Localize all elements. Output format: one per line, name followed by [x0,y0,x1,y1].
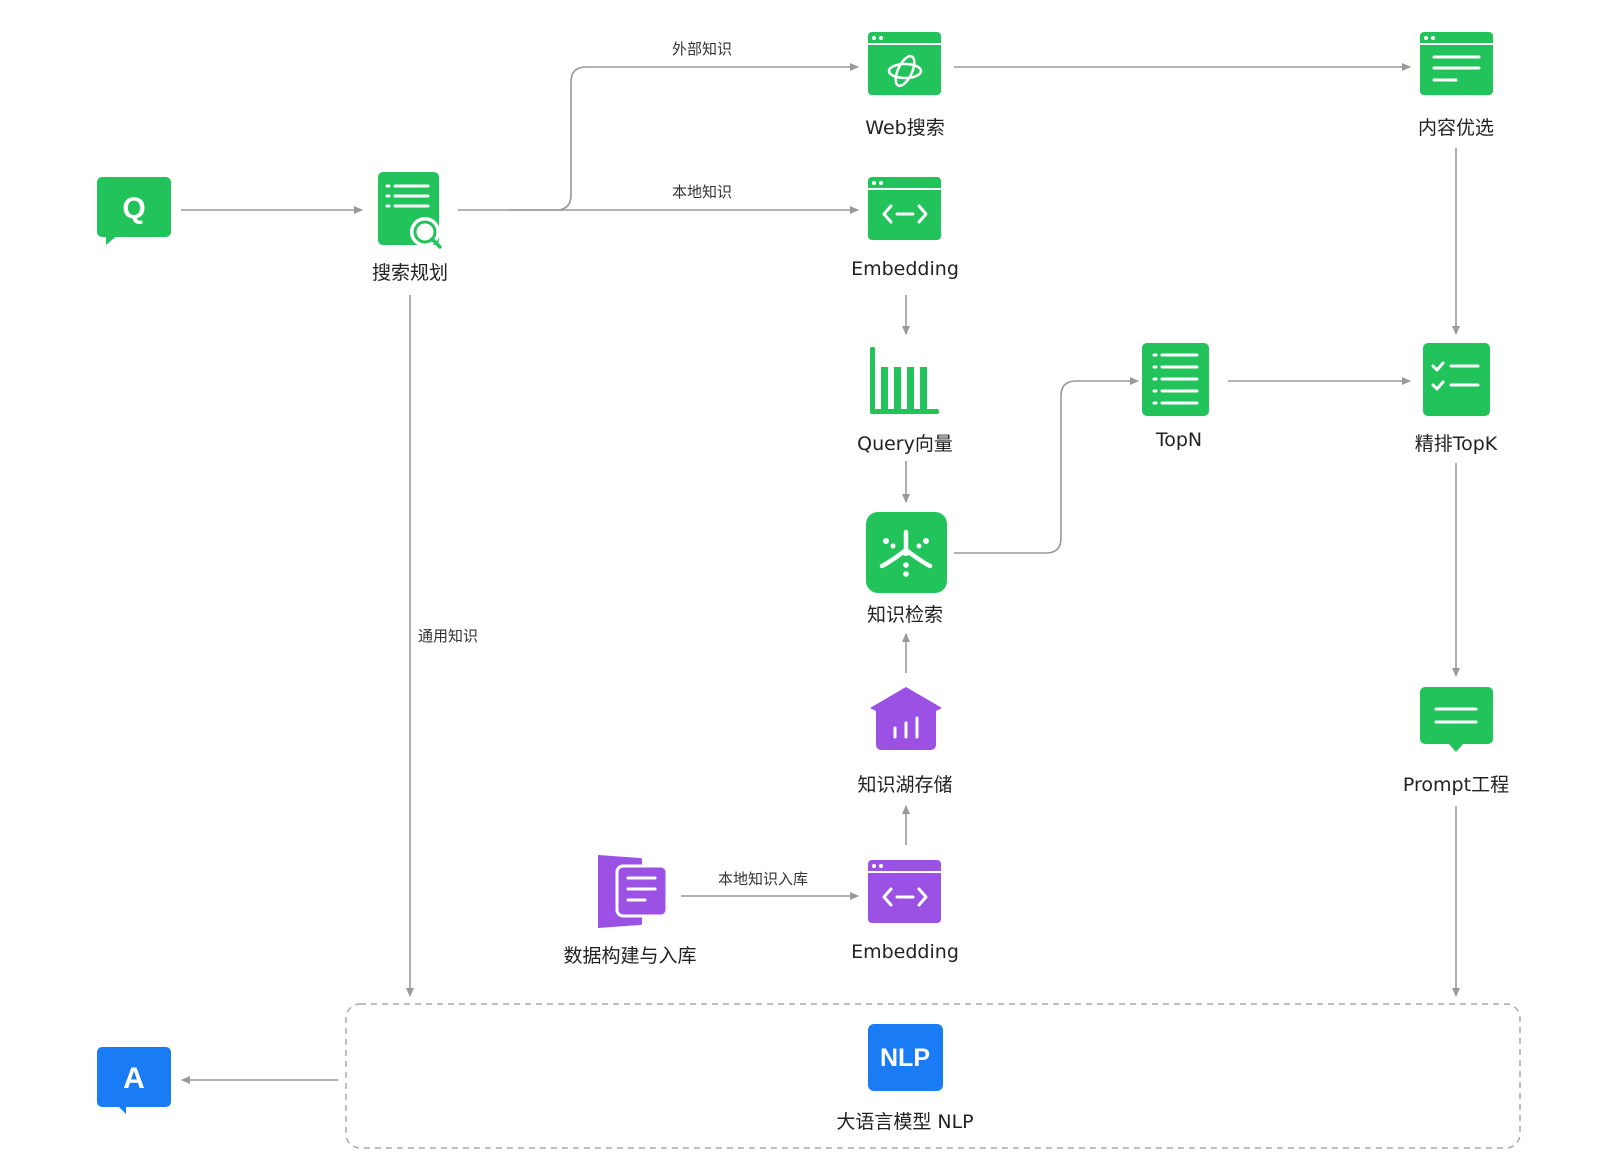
message-lines-icon [1420,687,1493,752]
edge-label-external: 外部知识 [672,40,733,58]
browser-code-icon [868,177,941,240]
warehouse-icon [870,687,942,750]
edge-label-general: 通用知识 [418,627,479,645]
node-label-topn: TopN [1155,429,1203,451]
bar-chart-icon [870,347,939,414]
node-label-embedding-bottom: Embedding [851,941,959,963]
edge-search-plan-to-web-search [510,63,859,211]
edge-retrieval-to-topn [954,377,1139,554]
edge-label-local-ingest: 本地知识入库 [718,870,809,888]
nlp-icon [868,1024,943,1091]
node-label-nlp: 大语言模型 NLP [836,1111,974,1133]
a-node: A [97,1047,171,1114]
edge-label-local: 本地知识 [672,183,733,201]
node-label-knowledge-retrieval: 知识检索 [866,604,943,626]
node-label-data-build: 数据构建与入库 [563,945,697,967]
nlp-glyph: NLP [880,1044,930,1072]
q-node: Q [97,177,171,245]
node-label-prompt-eng: Prompt工程 [1402,774,1510,796]
chat-bubble-a-icon [97,1047,171,1114]
chat-bubble-q-icon [97,177,171,245]
browser-code-icon [868,860,941,923]
nlp-container [345,1003,1521,1149]
node-label-web-search: Web搜索 [865,117,945,139]
node-label-query-vector: Query向量 [857,433,953,455]
q-glyph: Q [122,192,145,225]
node-label-rerank-topk: 精排TopK [1414,433,1498,455]
browser-orbit-icon [868,32,941,95]
list-icon [1142,343,1209,416]
node-label-content-select: 内容优选 [1417,117,1494,139]
checklist-icon [1423,343,1490,416]
a-glyph: A [123,1062,145,1095]
node-label-knowledge-lake: 知识湖存储 [857,774,953,796]
node-label-embedding-top: Embedding [851,258,959,280]
browser-text-icon [1420,32,1493,95]
document-search-icon [378,172,442,249]
network-icon [866,512,947,593]
document-stack-icon [598,855,669,928]
nlp-node: NLP [868,1024,943,1091]
node-label-search-plan: 搜索规划 [371,262,448,284]
